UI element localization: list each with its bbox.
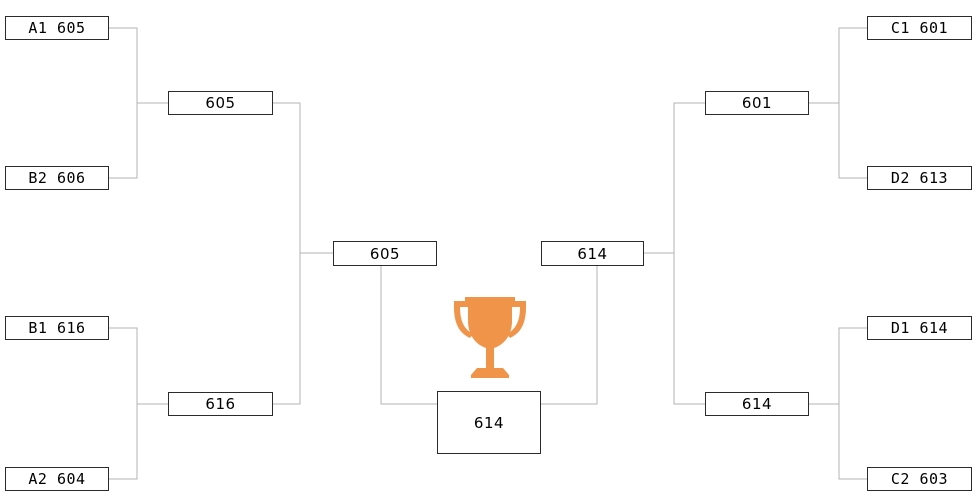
right-round2-bottom: 614	[705, 392, 809, 416]
team-box-c2: C2 603	[867, 467, 972, 491]
connector-line	[673, 102, 705, 405]
connector-line	[541, 266, 598, 405]
team-box-d1: D1 614	[867, 316, 972, 340]
connector-line	[838, 27, 867, 179]
right-round2-top: 601	[705, 91, 809, 115]
team-box-d2: D2 613	[867, 166, 972, 190]
left-round2-top: 605	[168, 91, 273, 115]
left-round2-bottom: 616	[168, 392, 273, 416]
team-box-b1: B1 616	[5, 316, 109, 340]
connector-line	[380, 266, 437, 405]
right-semifinal: 614	[541, 241, 644, 266]
connector-line	[273, 102, 301, 405]
team-box-c1: C1 601	[867, 16, 972, 40]
team-box-b2: B2 606	[5, 166, 109, 190]
connector-line	[838, 327, 867, 480]
team-box-a2: A2 604	[5, 467, 109, 491]
left-semifinal: 605	[333, 241, 437, 266]
final-winner-box: 614	[437, 391, 541, 454]
trophy-icon	[454, 297, 526, 378]
connector-line	[109, 327, 138, 480]
team-box-a1: A1 605	[5, 16, 109, 40]
connector-line	[109, 27, 138, 179]
